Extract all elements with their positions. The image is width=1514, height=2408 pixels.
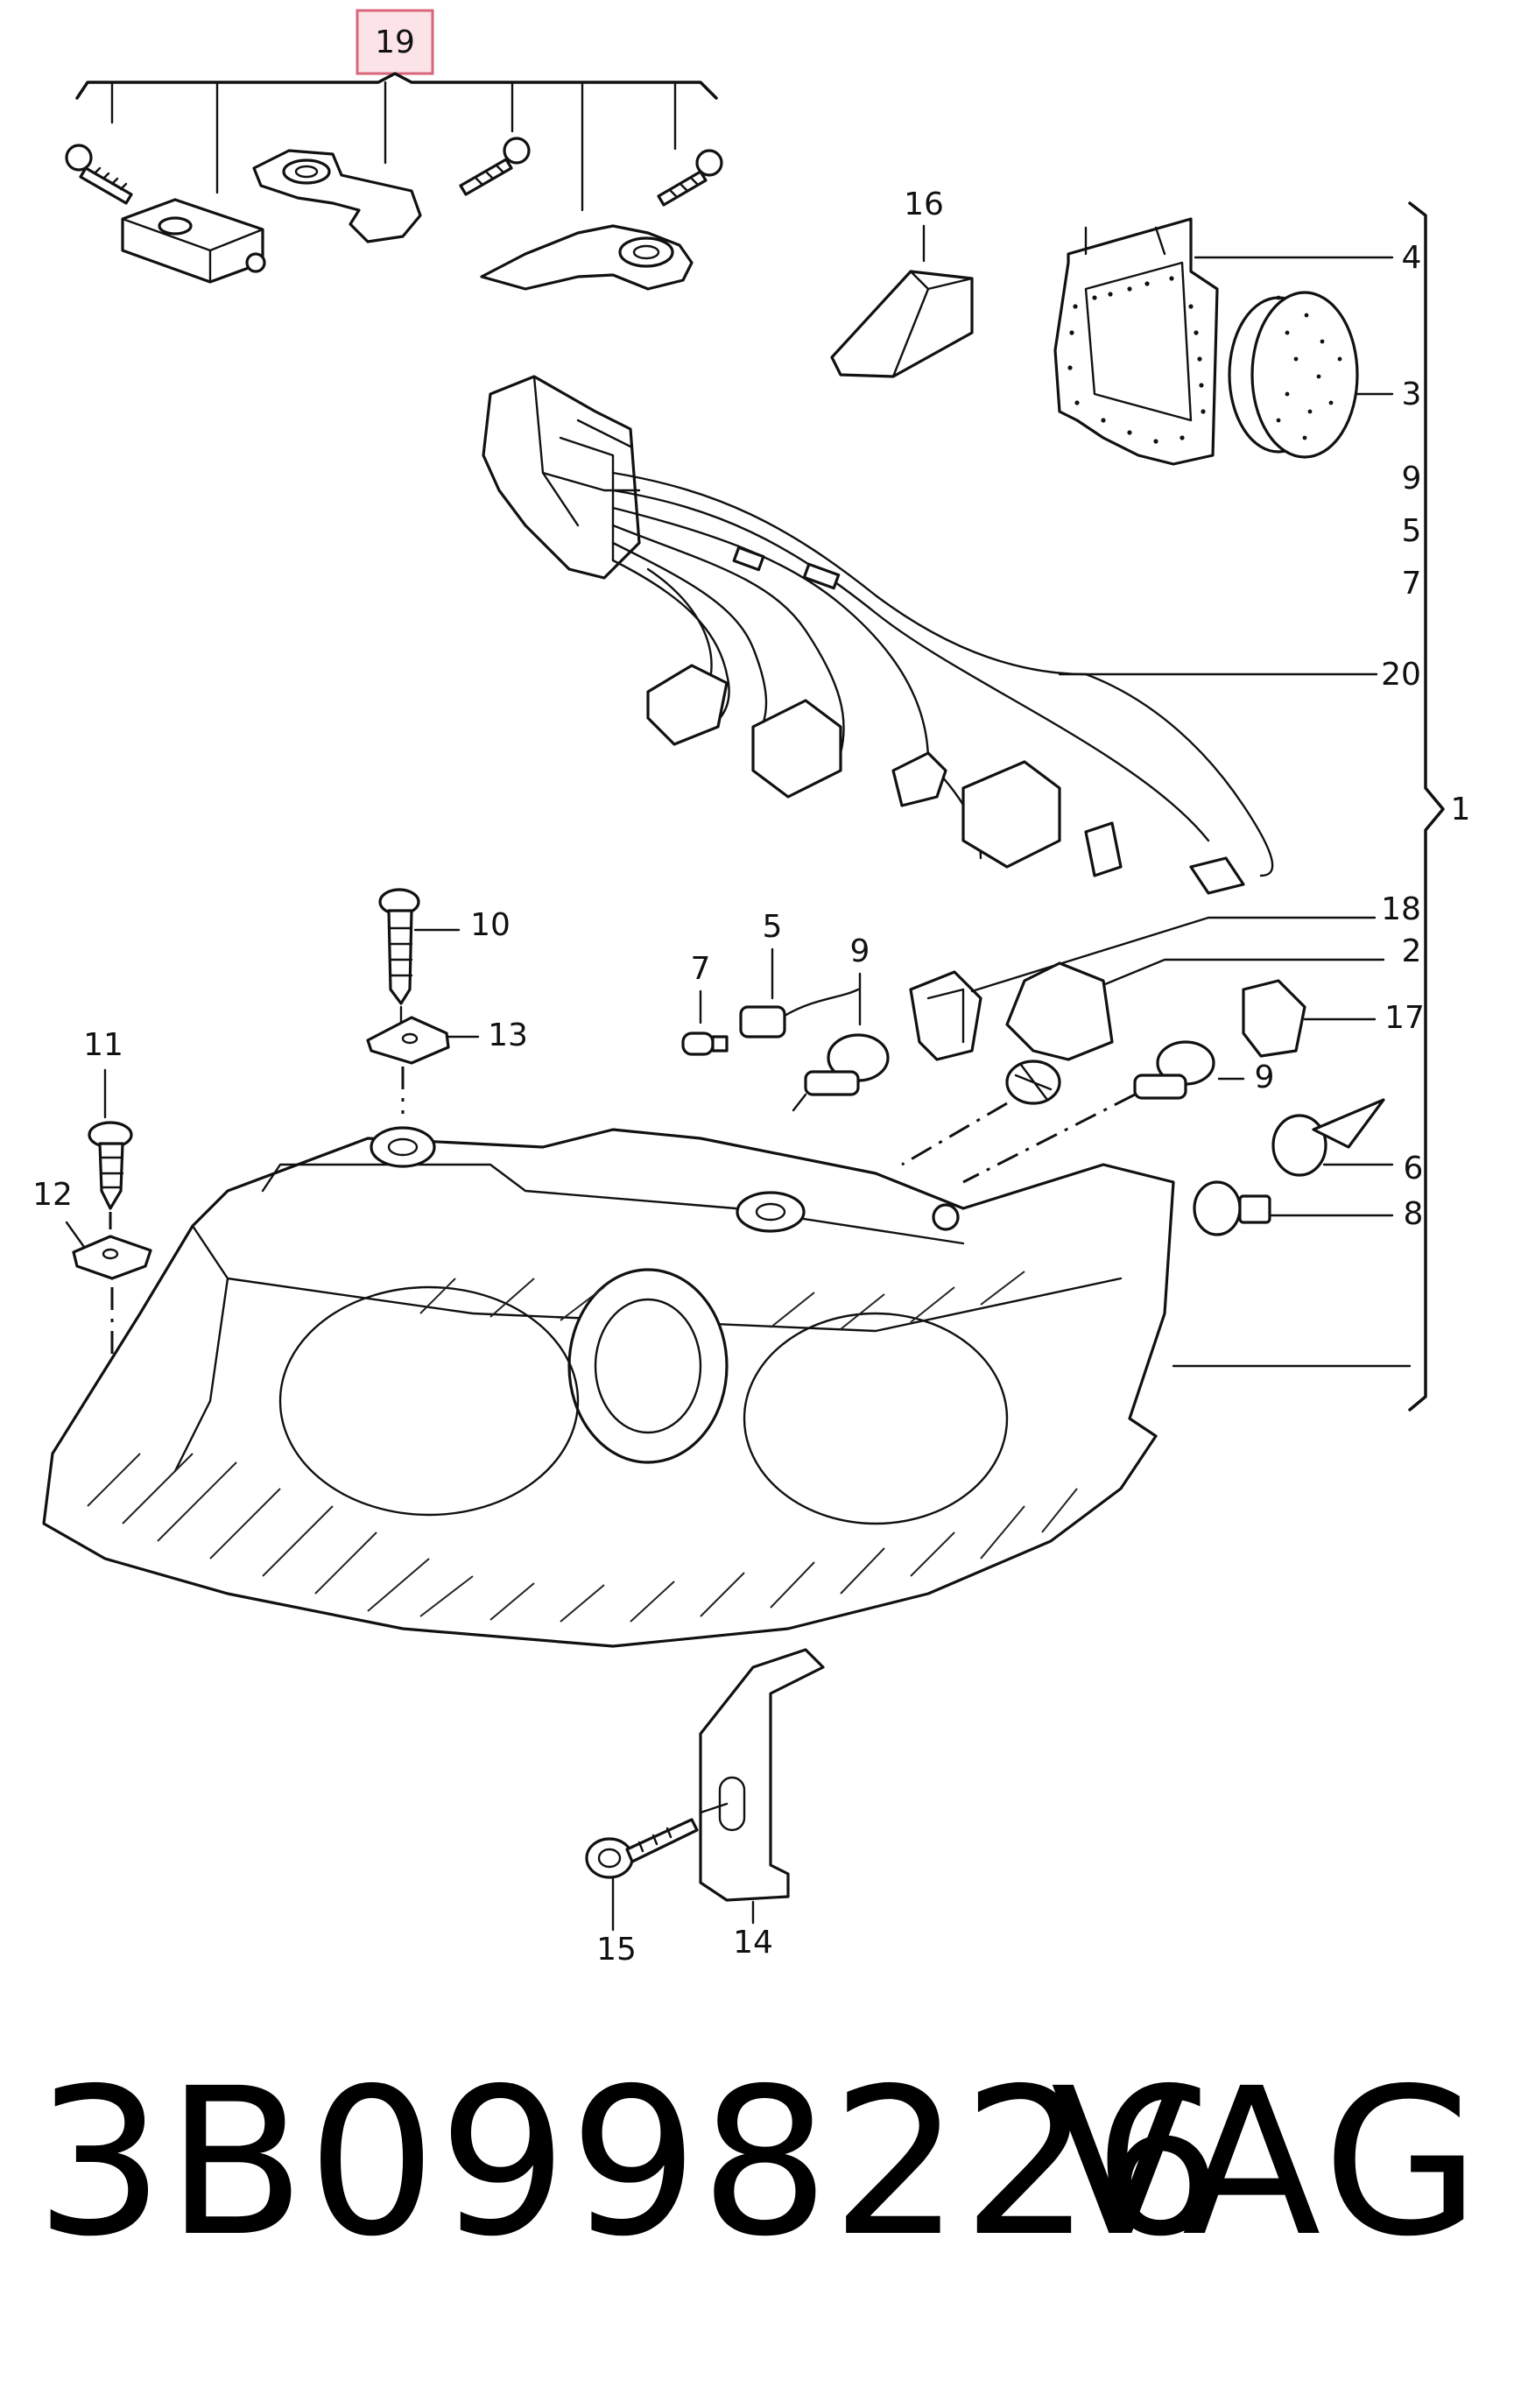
part-16-cover[interactable]: 16	[830, 187, 974, 378]
top-brackets-and-screws	[65, 137, 723, 291]
part-9-bulb-left[interactable]: 9	[792, 933, 890, 1112]
callout-1: 1	[1451, 792, 1471, 827]
callout-10: 10	[470, 907, 511, 943]
part-7-small-bulb[interactable]: 7	[681, 951, 729, 1056]
callout-9-left: 9	[850, 933, 870, 969]
callout-6: 6	[1404, 1151, 1424, 1186]
callout-14: 14	[733, 1925, 773, 1961]
callout-20: 20	[1381, 657, 1421, 693]
part-13-clip[interactable]: 13	[366, 1016, 528, 1114]
callout-7: 7	[691, 951, 711, 987]
part-8-bulb[interactable]: 8	[1193, 1180, 1424, 1236]
callout-15: 15	[596, 1932, 637, 1968]
part-number-footer: 3B0998226 VAG	[35, 2049, 1489, 2277]
callout-2: 2	[1402, 933, 1422, 969]
part-2-adjuster-motor[interactable]: 2	[901, 933, 1422, 1166]
callout-18: 18	[1381, 891, 1421, 927]
side-label-7: 7	[1402, 566, 1422, 602]
part-number: 3B0998226	[35, 2045, 1225, 2281]
assembly-1-bracket: 1	[1408, 201, 1471, 1412]
part-5-bulb-holder[interactable]: 5	[739, 909, 860, 1039]
part-6-bulb-socket[interactable]: 6	[1271, 1098, 1424, 1186]
side-label-5: 5	[1402, 513, 1422, 549]
callout-5: 5	[763, 909, 783, 945]
mounting-bracket-center[interactable]	[252, 149, 422, 243]
screw-top-center[interactable]	[459, 137, 531, 196]
part-9-bulb-right[interactable]: 9	[962, 1040, 1275, 1184]
callout-13: 13	[488, 1017, 528, 1053]
part-11-screw[interactable]: 11	[83, 1027, 133, 1229]
part-4-cap-frame[interactable]: 4	[1053, 217, 1422, 466]
callout-16: 16	[904, 187, 944, 222]
callout-8: 8	[1404, 1196, 1424, 1232]
headlamp-assembly[interactable]	[42, 1126, 1175, 1648]
part-14-bracket[interactable]: 14	[699, 1648, 825, 1961]
lamp-components-row: 10 13 11 12	[32, 888, 1425, 1366]
screw-top-left[interactable]	[65, 144, 133, 205]
part-12-clip[interactable]: 12	[32, 1177, 152, 1366]
part-15-screw[interactable]: 15	[585, 1802, 729, 1968]
callout-9-right: 9	[1255, 1060, 1275, 1095]
part-3-cap[interactable]: 3	[1228, 291, 1422, 459]
screw-top-right[interactable]	[657, 149, 723, 207]
callout-17: 17	[1384, 1000, 1425, 1036]
part-20-wiring-harness[interactable]: 20	[482, 375, 1421, 895]
callout-19-group: 19	[75, 9, 718, 212]
callout-19: 19	[375, 25, 415, 60]
callout-12: 12	[32, 1177, 73, 1213]
part-10-screw[interactable]: 10	[378, 888, 511, 1026]
callout-4: 4	[1402, 240, 1422, 276]
callout-11: 11	[83, 1027, 123, 1063]
part-18-socket[interactable]: 18	[909, 891, 1421, 1061]
brand-name: VAG	[1051, 2045, 1486, 2281]
side-label-9: 9	[1402, 461, 1422, 496]
mounting-bracket-right[interactable]	[480, 224, 694, 291]
part-17-socket[interactable]: 17	[1242, 979, 1425, 1058]
mounting-block-left[interactable]	[121, 198, 266, 284]
callout-3: 3	[1402, 377, 1422, 412]
